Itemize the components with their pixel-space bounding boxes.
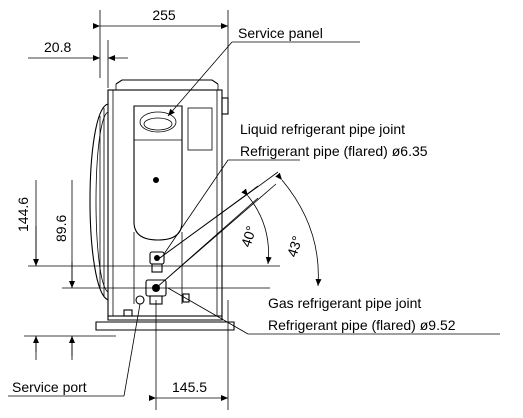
dim-145-5-label: 145.5 bbox=[172, 379, 207, 395]
service-port-label: Service port bbox=[12, 379, 87, 395]
panel-grip bbox=[139, 111, 177, 133]
callout-service-port: Service port bbox=[8, 303, 141, 397]
dimension-89-6: 89.6 bbox=[53, 180, 75, 360]
liquid-pipe-label: Refrigerant pipe (flared) ø6.35 bbox=[240, 143, 428, 159]
panel-screw bbox=[153, 177, 159, 183]
top-cover bbox=[115, 79, 219, 85]
dimension-145-5: 145.5 bbox=[149, 300, 229, 410]
dimension-144-6: 144.6 bbox=[15, 180, 39, 360]
callout-liquid-joint: Liquid refrigerant pipe joint Refrigeran… bbox=[163, 121, 428, 255]
service-panel-shape bbox=[133, 105, 183, 241]
callout-service-panel: Service panel bbox=[167, 25, 360, 117]
liquid-valve bbox=[149, 251, 165, 273]
dimension-20-8: 20.8 bbox=[28, 39, 128, 88]
gas-pipe-label: Refrigerant pipe (flared) ø9.52 bbox=[268, 317, 456, 333]
base-frame bbox=[95, 321, 235, 331]
service-panel-label: Service panel bbox=[238, 25, 323, 41]
dim-20-8-label: 20.8 bbox=[44, 39, 71, 55]
side-handle bbox=[221, 97, 229, 115]
callout-gas-joint: Gas refrigerant pipe joint Refrigerant p… bbox=[167, 287, 500, 335]
liquid-joint-label: Liquid refrigerant pipe joint bbox=[240, 121, 405, 137]
dim-89-6-label: 89.6 bbox=[53, 215, 69, 242]
unit-body bbox=[89, 79, 235, 331]
fan-guard-outer bbox=[89, 103, 109, 301]
dimension-255: 255 bbox=[93, 7, 229, 100]
angle-40-label: 40° bbox=[238, 224, 260, 249]
gas-joint-label: Gas refrigerant pipe joint bbox=[268, 295, 421, 311]
service-port-circle bbox=[135, 295, 145, 305]
side-panel-window bbox=[187, 107, 213, 151]
bottom-foot bbox=[107, 316, 223, 321]
angle-43-label: 43° bbox=[284, 234, 306, 259]
dim-144-6-label: 144.6 bbox=[15, 197, 31, 232]
fan-guard-inner bbox=[95, 111, 109, 293]
dim-255-label: 255 bbox=[152, 7, 176, 23]
angle-indicators: 40° 43° bbox=[155, 171, 322, 289]
